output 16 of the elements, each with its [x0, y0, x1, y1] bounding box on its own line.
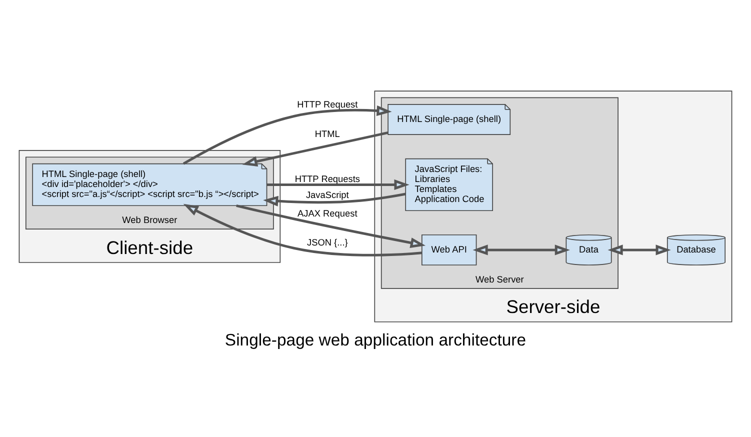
arrow — [472, 244, 570, 255]
caption: Single-page web application architecture — [224, 330, 526, 349]
arrow — [182, 104, 392, 164]
edge-label: HTTP Requests — [294, 174, 360, 184]
edge-label: HTTP Request — [297, 99, 358, 110]
arrow — [242, 130, 388, 166]
arrow — [608, 244, 671, 255]
edge-label: JavaScript — [306, 189, 349, 200]
arrow — [263, 192, 406, 206]
edge-label: AJAX Request — [298, 208, 358, 218]
edge-label: JSON {...} — [306, 237, 348, 248]
node-box: Web API — [422, 234, 477, 265]
arrow — [183, 203, 422, 256]
arrow — [266, 178, 410, 190]
edge-label: HTML — [314, 128, 340, 138]
arrow — [236, 204, 426, 248]
